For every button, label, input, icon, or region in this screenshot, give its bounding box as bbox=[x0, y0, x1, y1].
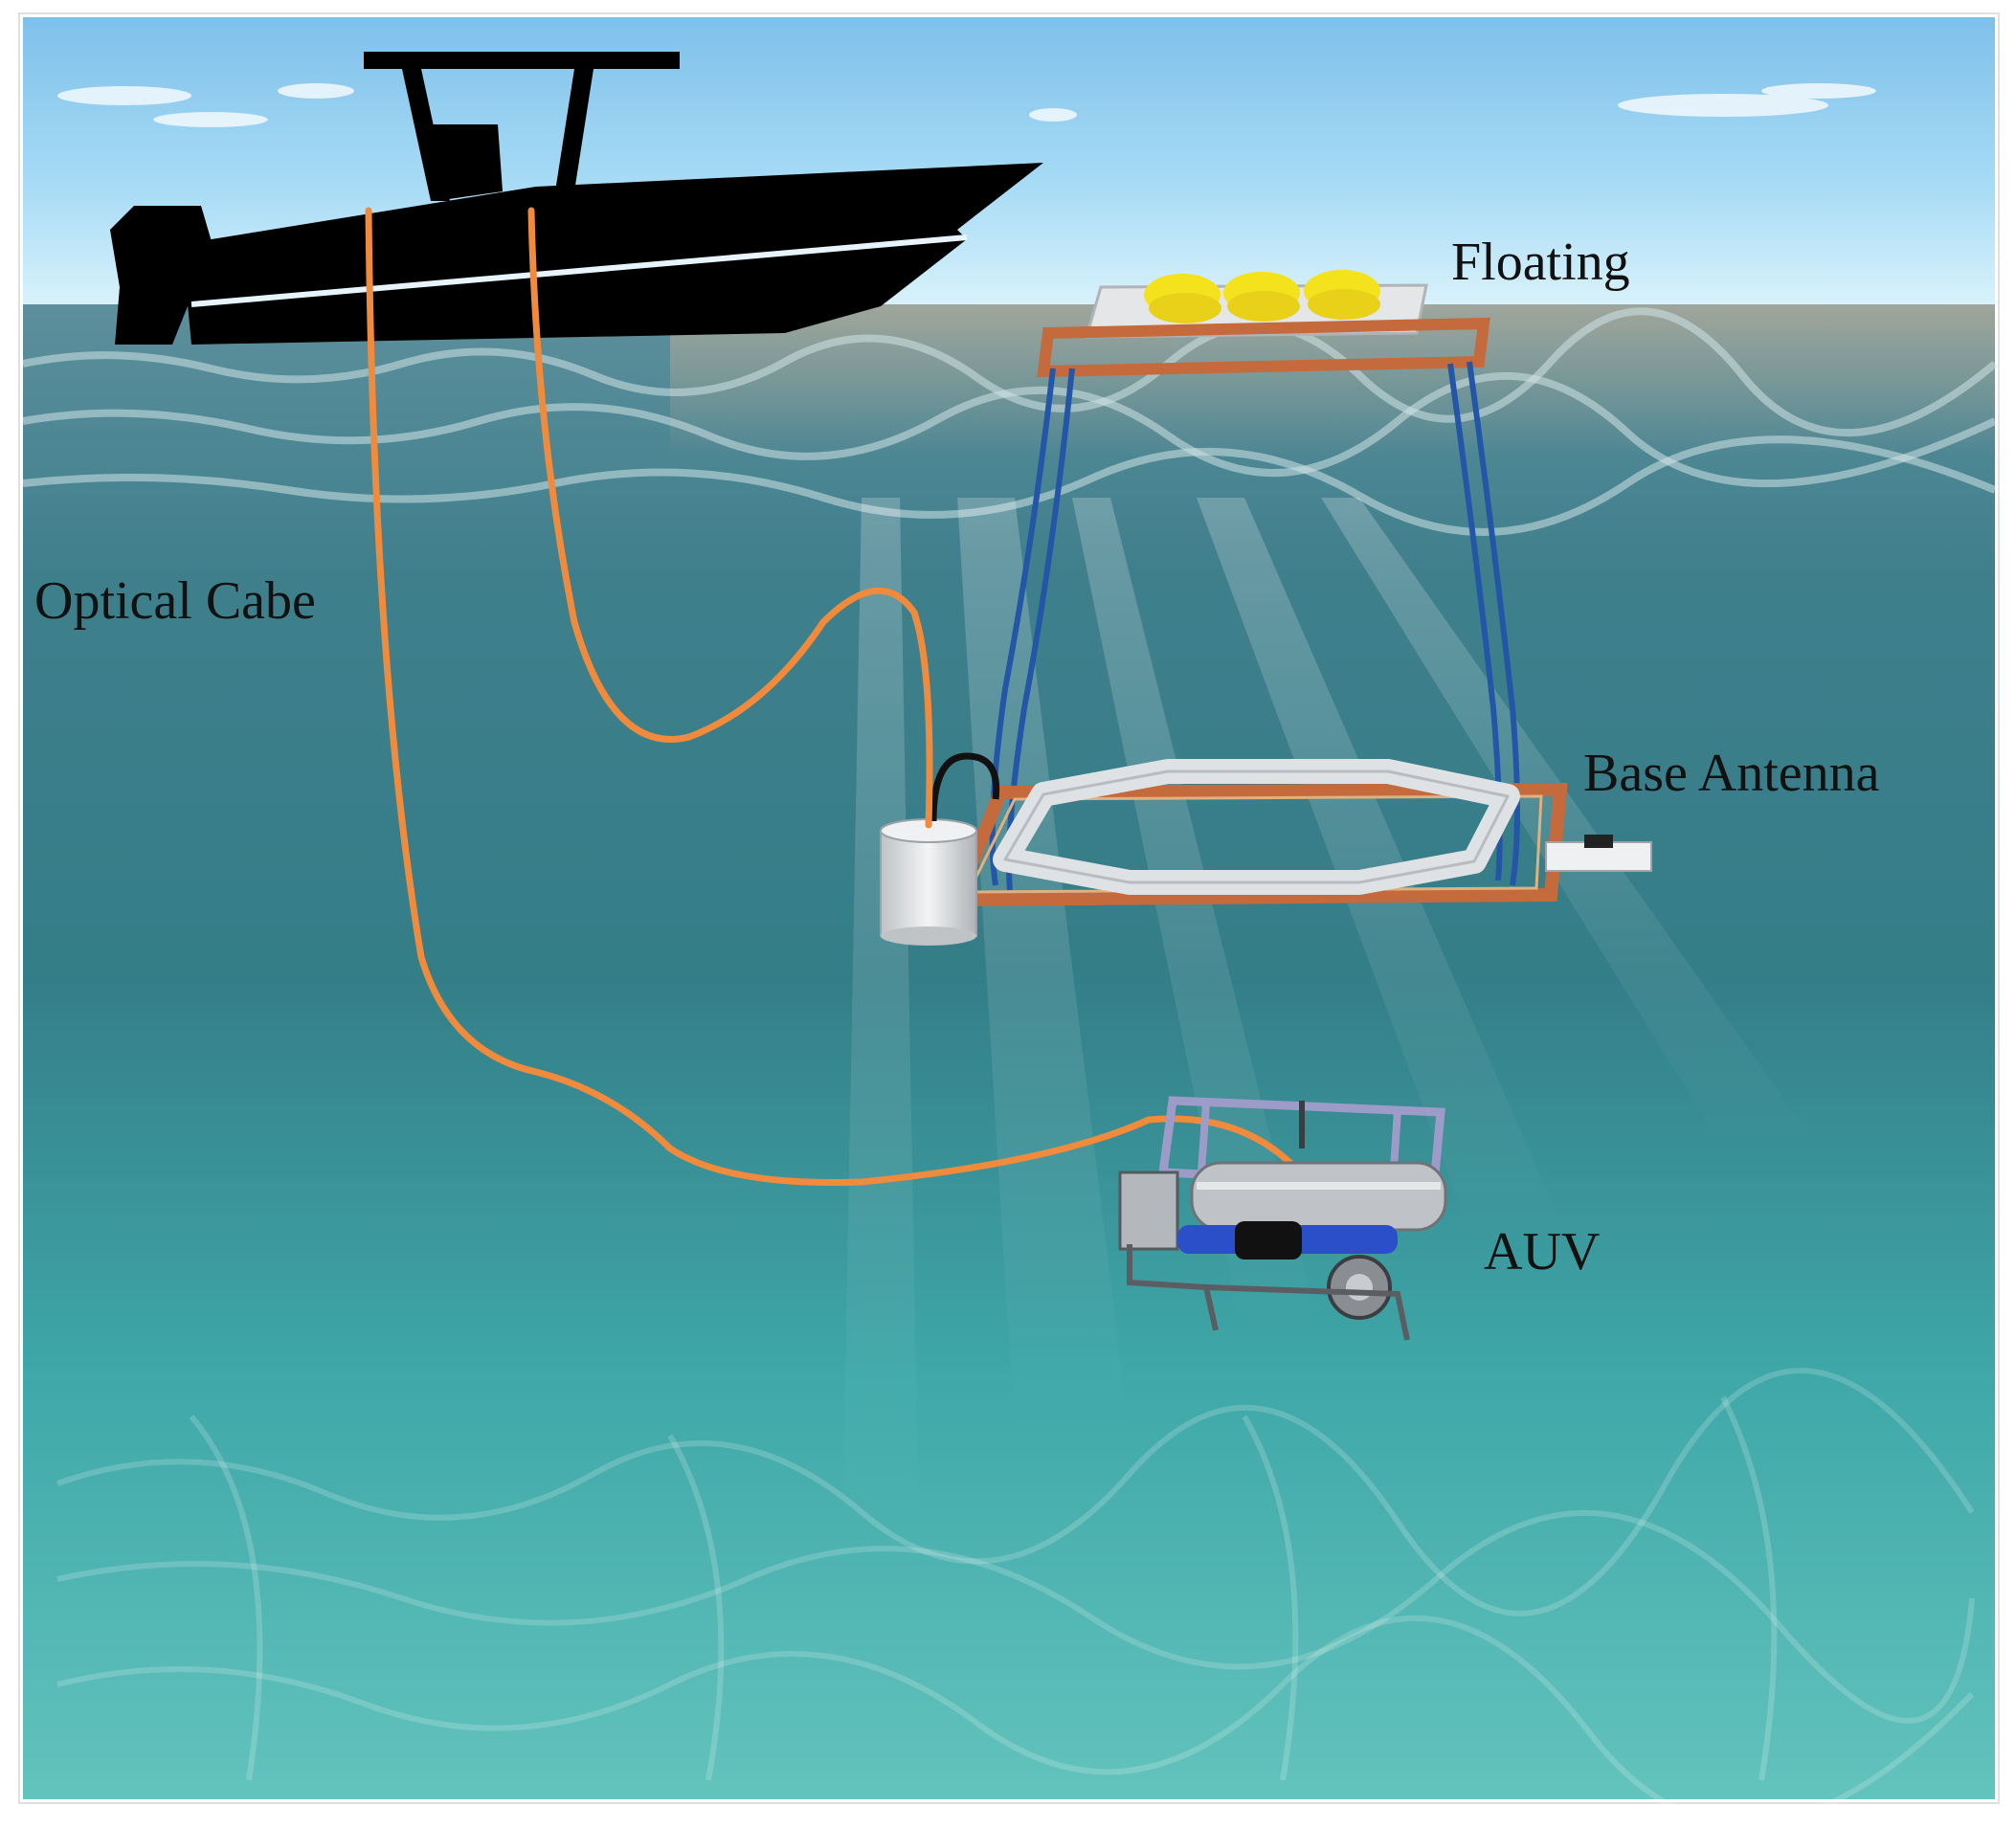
boat-stripe bbox=[190, 234, 968, 307]
base-antenna-label: Base Antenna bbox=[1583, 744, 1880, 803]
floating-platform bbox=[1084, 270, 1428, 339]
boat-motor bbox=[110, 206, 225, 345]
optical-cables bbox=[365, 207, 1315, 1191]
optical-cable-auv bbox=[365, 207, 1315, 1191]
optical-cable-label: Optical Cabe bbox=[34, 571, 316, 631]
clouds bbox=[57, 83, 1876, 127]
canister bbox=[880, 752, 1000, 946]
seafloor-caustics bbox=[56, 1368, 1975, 1827]
boat-canopy-top bbox=[364, 52, 680, 69]
top-copper-frame bbox=[1037, 317, 1490, 378]
boat bbox=[110, 52, 1043, 345]
boat-hull bbox=[182, 163, 1043, 345]
optical-cable-antenna bbox=[527, 207, 933, 829]
base-antenna bbox=[947, 759, 1652, 907]
auv bbox=[1118, 1096, 1447, 1341]
floating-label: Floating bbox=[1451, 233, 1630, 292]
auv-label: AUV bbox=[1484, 1222, 1601, 1282]
boat-cabin bbox=[431, 124, 503, 201]
